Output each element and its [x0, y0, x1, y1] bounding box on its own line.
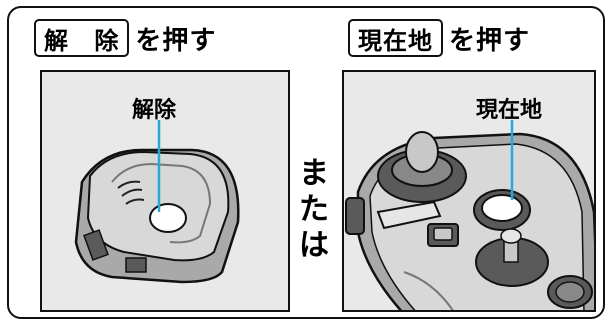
controller-illustration [345, 120, 594, 310]
or-separator: ま た は [296, 156, 332, 264]
remote-illustration-panel [40, 70, 290, 312]
current-location-callout: 現在地 [476, 98, 543, 123]
release-button-label: 解 除 [34, 19, 130, 57]
release-button-icon [149, 203, 187, 233]
release-callout: 解除 [132, 98, 177, 123]
separator-char: は [299, 228, 329, 263]
left-action-text: を押す [135, 25, 217, 56]
right-action-text: を押す [449, 25, 531, 56]
separator-char: ま [299, 156, 329, 191]
left-instruction: 解 除 を押す [34, 18, 216, 58]
separator-char: た [299, 192, 329, 227]
controller-illustration-panel [342, 70, 596, 312]
right-instruction: 現在地 を押す [348, 18, 530, 58]
current-location-button-icon [481, 194, 523, 222]
key-fob-remote-illustration [74, 120, 240, 284]
current-location-button-label: 現在地 [348, 19, 443, 57]
